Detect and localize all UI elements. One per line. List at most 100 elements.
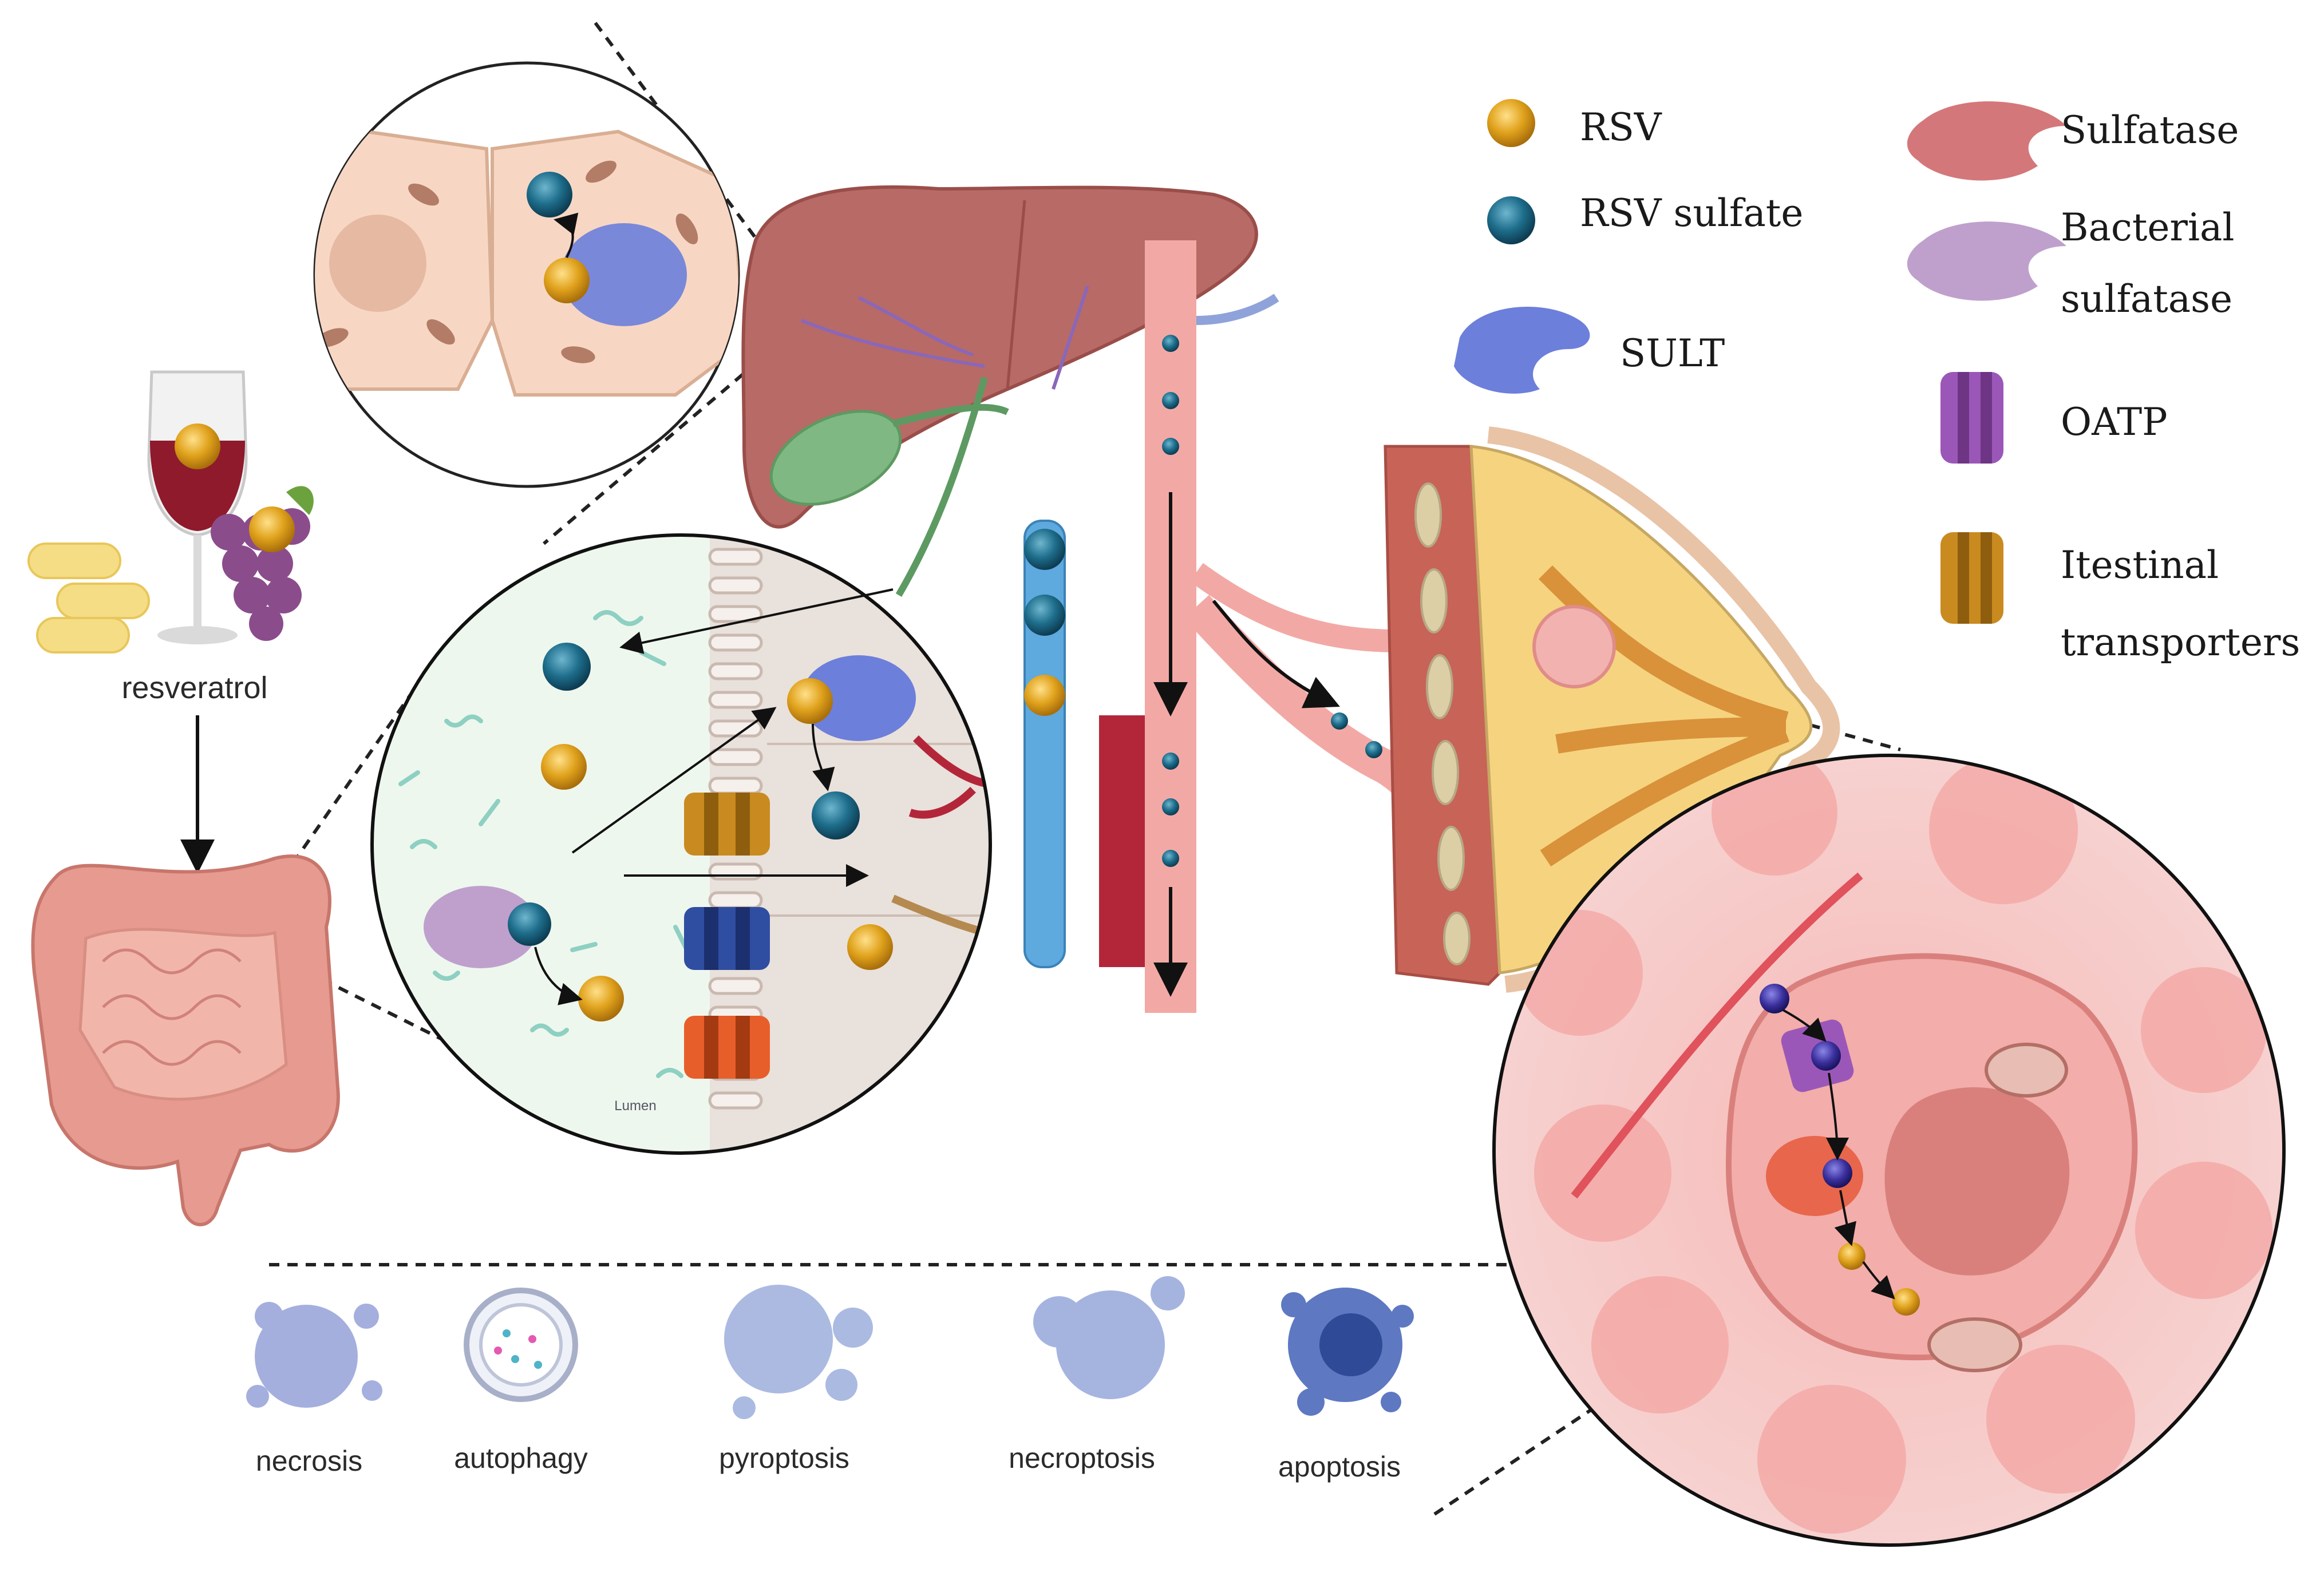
desulfation-arrow	[1834, 1190, 1856, 1246]
desulfation-arrow	[1862, 1261, 1895, 1300]
tumor-zoom-circle	[1492, 754, 2286, 1547]
cell-death-row: necrosis autophagy pyroptosis necroptosi…	[246, 1276, 1414, 1483]
sult-enzyme-cell	[561, 223, 687, 326]
intestinal-transporter-gold	[684, 793, 770, 856]
aorta	[1099, 715, 1151, 967]
mitochondria	[408, 183, 439, 206]
intestinal-zoom-circle	[370, 533, 992, 1155]
blood-capillary	[908, 735, 990, 819]
hepatocyte-zoom	[313, 61, 740, 488]
apoptosis-label: apoptosis	[1278, 1451, 1401, 1483]
rsv-sulfate-molecule	[1811, 1041, 1841, 1071]
resveratrol-label: resveratrol	[121, 671, 267, 705]
mitochondria	[426, 319, 455, 345]
rsv-molecule	[249, 506, 295, 552]
excretion-arrow	[619, 588, 894, 654]
lumen-label: Lumen	[614, 1098, 656, 1114]
nucleus-left	[329, 215, 426, 312]
legend-intestinal-transporters-icon	[1940, 532, 2003, 624]
hepatic-vessels	[800, 286, 1089, 390]
portal-vein	[1023, 520, 1066, 968]
mammary-ducts	[1538, 565, 1789, 867]
rsv-sulfate-molecule	[1760, 984, 1789, 1013]
rsv-molecule	[847, 924, 893, 970]
pyroptosis-icon	[724, 1285, 873, 1419]
rsv-molecule	[175, 423, 220, 469]
rsv-molecule	[1838, 1242, 1865, 1270]
desulfation-arrow	[534, 947, 583, 1005]
legend-sult-icon	[1454, 307, 1590, 394]
gallbladder	[769, 410, 902, 506]
mitochondria	[675, 213, 698, 244]
tumor-nucleus	[1884, 1087, 2070, 1276]
tumor-blood-vessel	[1571, 872, 1863, 1199]
mitochondria	[1927, 1317, 2022, 1372]
necrosis-label: necrosis	[256, 1445, 362, 1477]
legend-sulfatase-icon	[1907, 101, 2066, 181]
rsv-sulfate-molecule	[527, 172, 572, 217]
pyroptosis-label: pyroptosis	[719, 1442, 849, 1474]
legend-intestinal-transporters-label-2: transporters	[2061, 620, 2300, 664]
uptake-arrow	[1782, 1009, 1827, 1042]
mitochondria	[1985, 1043, 2068, 1098]
breast-tumor	[1532, 605, 1616, 688]
rsv-sulfate-molecule	[508, 902, 551, 946]
intestinal-transporter-orange	[684, 1016, 770, 1079]
autophagy-label: autophagy	[454, 1442, 588, 1474]
mitochondria	[561, 346, 595, 363]
necrosis-icon	[246, 1302, 382, 1408]
legend-rsv-sulfate-icon	[1487, 196, 1535, 244]
sulfation-arrow	[812, 723, 835, 791]
rsv-molecule	[541, 744, 587, 790]
liver-zoom-line-top	[594, 22, 815, 316]
intestine-zoom-line-top	[239, 691, 414, 940]
absorption-arrow	[571, 707, 777, 854]
intestinal-zoom: Lumen	[370, 533, 992, 1155]
rsv-molecule	[544, 258, 590, 303]
legend-sulfatase-label: Sulfatase	[2061, 108, 2239, 152]
autophagy-icon	[464, 1288, 578, 1402]
wine-glass-stem	[193, 535, 201, 632]
wine	[150, 441, 245, 531]
sulfation-arrow	[554, 212, 579, 258]
legend-oatp-label: OATP	[2061, 400, 2168, 444]
venous-branch	[1196, 294, 1279, 325]
rsv-sulfate-molecule	[1024, 529, 1065, 570]
rsv-sulfate-molecule	[1823, 1158, 1852, 1188]
rsv-molecule	[787, 678, 833, 724]
legend-intestinal-transporters-label-1: Itestinal	[2061, 543, 2219, 587]
small-intestine-loops	[102, 948, 242, 1066]
sult-enzyme-enterocyte	[801, 655, 916, 741]
rib-sections	[1414, 482, 1471, 965]
rsv-molecule	[578, 976, 624, 1021]
legend: RSV RSV sulfate SULT Sulfatase Bacterial…	[1454, 99, 2300, 664]
wine-glass-base	[157, 626, 238, 644]
intestine	[31, 854, 340, 1226]
tumor-cell-zoom	[1492, 754, 2286, 1547]
rsv-molecule	[1892, 1288, 1920, 1316]
bile-duct	[892, 377, 1009, 597]
liver-system	[741, 185, 1516, 1013]
lymph-capillary	[891, 894, 990, 943]
necroptosis-icon	[1033, 1276, 1185, 1399]
legend-rsv-icon	[1487, 99, 1535, 147]
circulation-arrow-breast	[1212, 600, 1340, 708]
legend-bacterial-sulfatase-icon	[1907, 221, 2066, 301]
rsv-molecule	[1024, 675, 1065, 716]
necroptosis-label: necroptosis	[1009, 1442, 1155, 1474]
capsules	[27, 542, 150, 654]
legend-bacterial-sulfatase-label-1: Bacterial	[2061, 205, 2235, 250]
intestinal-transporter-blue	[684, 907, 770, 970]
legend-oatp-icon	[1940, 372, 2003, 464]
uptake-arrow	[1825, 1072, 1849, 1161]
vessel-branch-upper	[1189, 563, 1397, 652]
rsv-sulfate-molecule	[1024, 595, 1065, 636]
apoptosis-icon	[1281, 1288, 1414, 1416]
legend-sult-label: SULT	[1620, 331, 1725, 375]
resveratrol-source: resveratrol	[27, 370, 314, 874]
legend-rsv-label: RSV	[1580, 105, 1662, 149]
bacterial-sulfatase-enzyme	[424, 886, 538, 968]
legend-bacterial-sulfatase-label-2: sulfatase	[2061, 277, 2232, 321]
mitochondria	[586, 160, 616, 183]
